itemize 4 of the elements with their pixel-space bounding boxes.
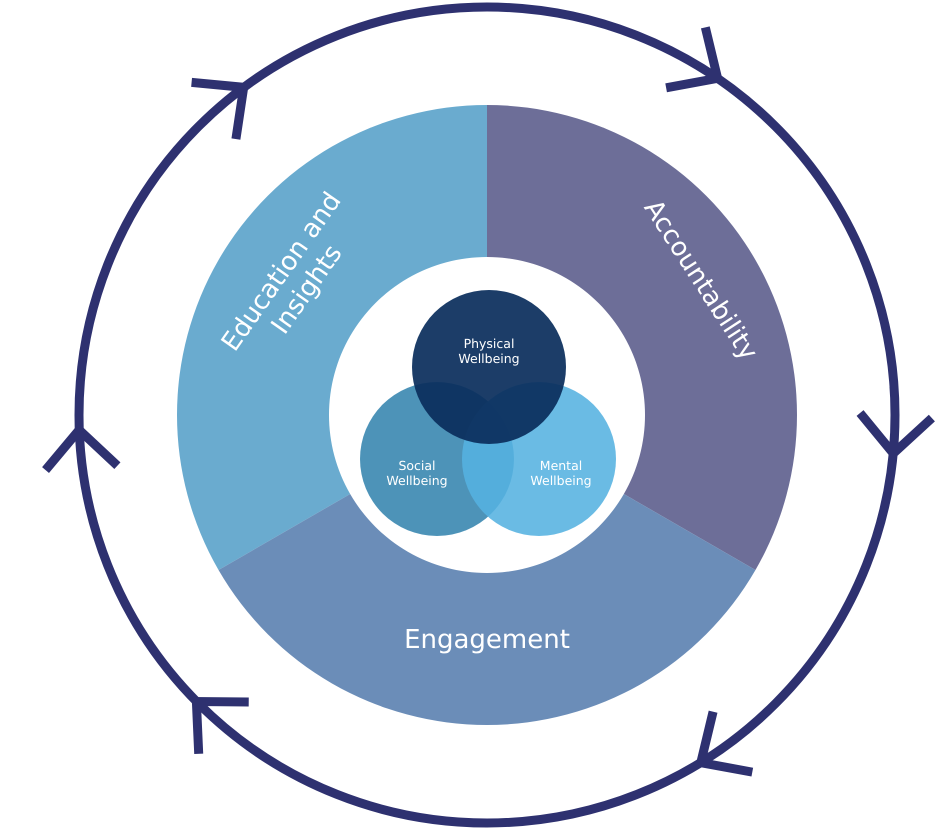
circle-label: Mental Wellbeing <box>529 458 593 488</box>
circle-label: Physical Wellbeing <box>457 336 521 366</box>
segment-label: Engagement <box>403 625 571 656</box>
circle-label: Social Wellbeing <box>385 458 449 488</box>
